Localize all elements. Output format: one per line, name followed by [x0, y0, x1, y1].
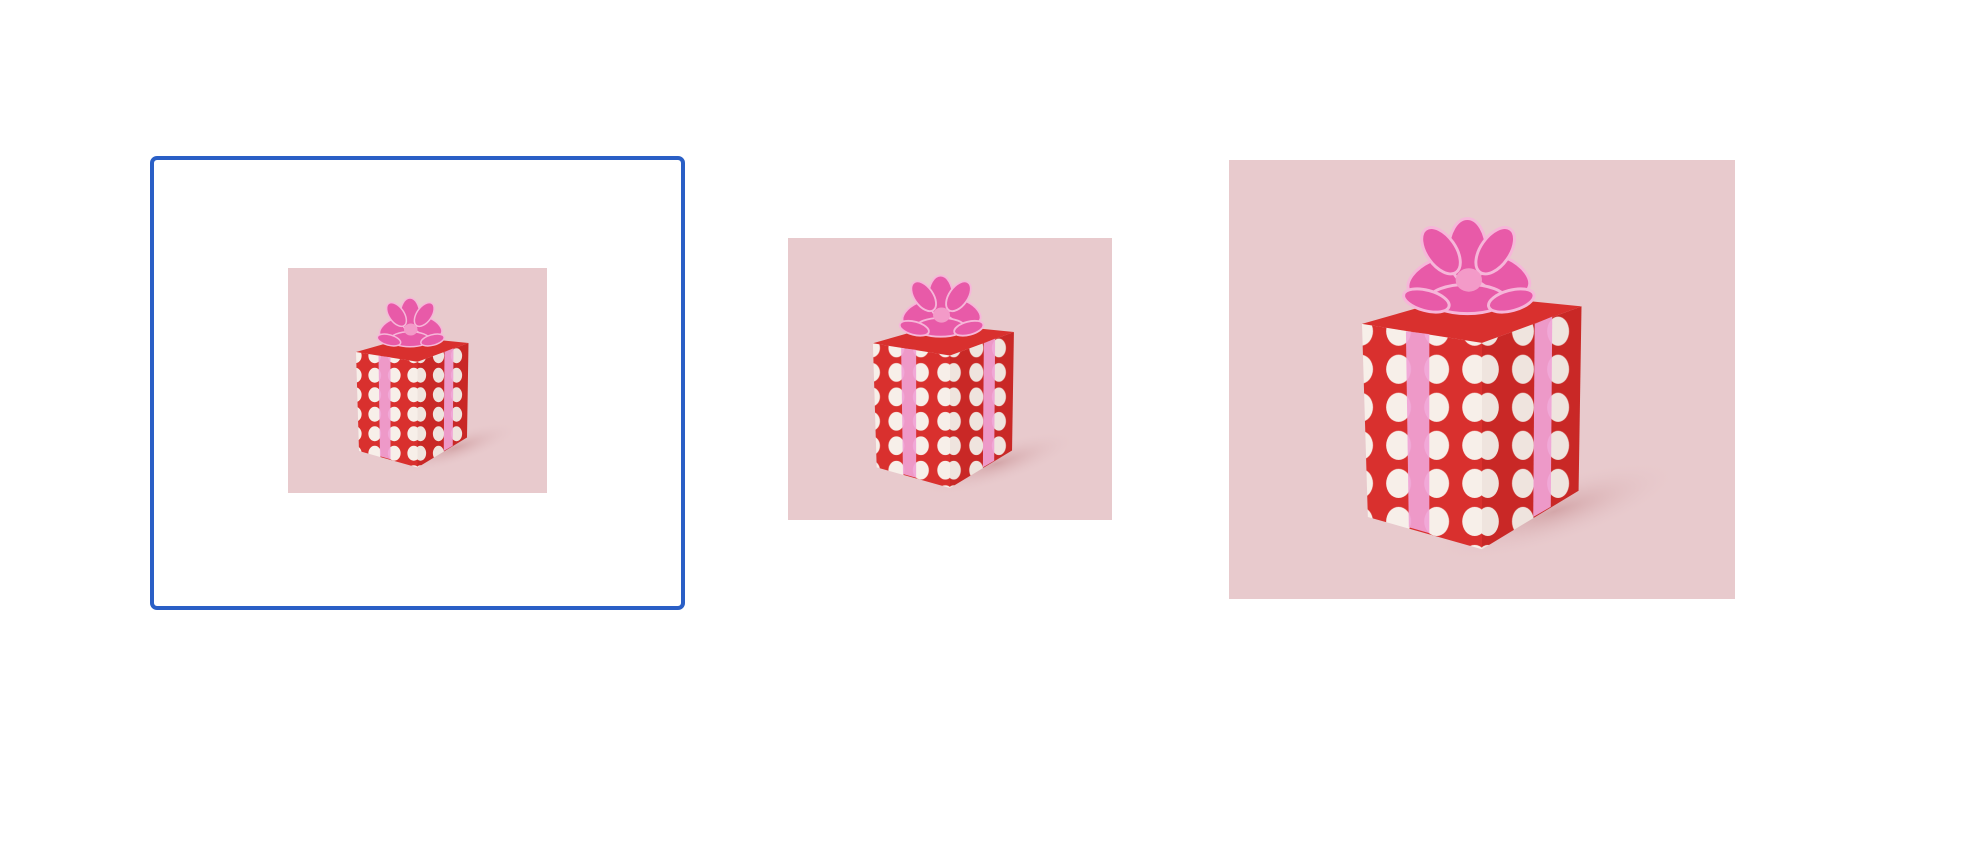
gift-box-illustration [788, 238, 1112, 520]
gift-box-illustration [1229, 160, 1735, 599]
gallery-option-large[interactable] [1229, 160, 1735, 599]
gift-box-image-large [1229, 160, 1735, 599]
gallery-option-small[interactable] [150, 156, 685, 610]
gallery-option-medium[interactable] [788, 238, 1112, 520]
gift-box-image-medium [788, 238, 1112, 520]
gift-box-image-small [288, 268, 547, 493]
gift-box-illustration [288, 268, 547, 493]
